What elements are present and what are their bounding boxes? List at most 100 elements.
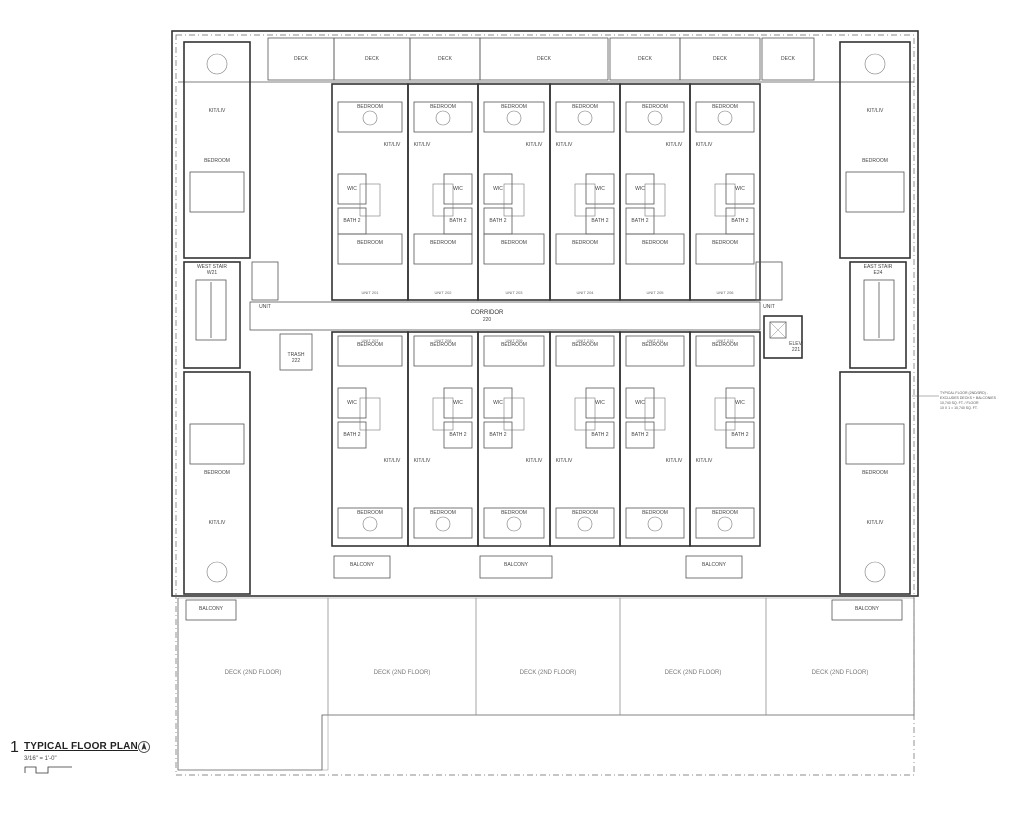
kitliv-label: KIT/LIV (526, 142, 543, 148)
unit-number: UNIT 206 (716, 290, 734, 295)
bedroom-label: BEDROOM (357, 342, 383, 348)
bath-label: BATH 2 (343, 432, 360, 438)
kitliv-label: KIT/LIV (666, 458, 683, 464)
bedroom-label: BEDROOM (501, 240, 527, 246)
bedroom-label: BEDROOM (642, 342, 668, 348)
unit-number: UNIT 202 (434, 290, 452, 295)
kitliv-label: KIT/LIV (414, 458, 431, 464)
bath-label: BATH 2 (631, 218, 648, 224)
bedroom-label: BEDROOM (501, 104, 527, 110)
elevator: ELEV. 221 (763, 315, 803, 359)
note-line-1: TYPICAL FLOOR (2ND/3RD) - (940, 391, 988, 395)
building-outline (171, 30, 919, 597)
unit-number: UNIT 205 (646, 290, 664, 295)
bedroom-label: BEDROOM (712, 342, 738, 348)
balcony (685, 555, 743, 579)
top-deck-label: DECK (365, 56, 380, 62)
bath-label: BATH 2 (591, 432, 608, 438)
trash-room: TRASH 222 (279, 333, 313, 371)
corridor-number: 220 (483, 317, 492, 323)
note-leader (912, 395, 939, 397)
wic-label: WIC (595, 400, 605, 406)
property-line (175, 34, 915, 776)
unit-entry (755, 261, 783, 301)
lower-deck-label: DECK (2ND FLOOR) (665, 670, 722, 676)
bath-label: BATH 2 (731, 432, 748, 438)
view-number: 1 (10, 739, 19, 756)
lower-deck (327, 597, 477, 716)
bedroom-label: BEDROOM (430, 510, 456, 516)
bedroom-label: BEDROOM (642, 240, 668, 246)
unit-number: UNIT 210 (576, 338, 594, 343)
top-deck-label: DECK (537, 56, 552, 62)
lower-deck-label: DECK (2ND FLOOR) (225, 670, 282, 676)
bedroom-label: BEDROOM (862, 158, 888, 164)
unit-number: UNIT 212 (716, 338, 734, 343)
bedroom-label: BEDROOM (430, 104, 456, 110)
balcony (831, 599, 903, 621)
bath-label: BATH 2 (489, 432, 506, 438)
balcony (479, 555, 553, 579)
area-note: TYPICAL FLOOR (2ND/3RD) - EXCLUDES DECKS… (940, 391, 1020, 411)
wic-label: WIC (595, 186, 605, 192)
elev-label: ELEV. (789, 341, 803, 347)
bedroom-label: BEDROOM (357, 104, 383, 110)
north-arrow-icon (138, 741, 150, 753)
corridor-label: CORRIDOR (471, 310, 504, 316)
kitliv-label: KIT/LIV (556, 458, 573, 464)
unit-number: UNIT 201 (361, 290, 379, 295)
bedroom-label: BEDROOM (501, 342, 527, 348)
bedroom-label: BEDROOM (204, 470, 230, 476)
wic-label: WIC (635, 400, 645, 406)
bedroom-label: BEDROOM (501, 510, 527, 516)
drawing-title: TYPICAL FLOOR PLAN (24, 741, 138, 752)
bedroom-label: BEDROOM (357, 240, 383, 246)
top-deck (409, 37, 481, 81)
kitliv-label: KIT/LIV (384, 458, 401, 464)
balcony-label: BALCONY (199, 606, 224, 612)
balcony-label: BALCONY (702, 562, 727, 568)
balcony-label: BALCONY (504, 562, 529, 568)
west-stair-number: W21 (207, 270, 218, 276)
kitliv-label: KIT/LIV (209, 520, 226, 526)
lower-deck-outline (177, 598, 915, 771)
balcony-label: BALCONY (350, 562, 375, 568)
top-deck-label: DECK (438, 56, 453, 62)
bedroom-label: BEDROOM (572, 510, 598, 516)
wic-label: WIC (735, 186, 745, 192)
unit-number: UNIT 211 (647, 338, 665, 343)
wic-label: WIC (635, 186, 645, 192)
kitliv-label: KIT/LIV (867, 108, 884, 114)
side-unit: KIT/LIV BEDROOM (839, 41, 911, 259)
bedroom-label: BEDROOM (357, 510, 383, 516)
wic-label: WIC (735, 400, 745, 406)
unit-entry (251, 261, 279, 301)
lower-deck (619, 597, 767, 716)
west-stair-label: WEST STAIR (197, 264, 227, 270)
east-stair: EAST STAIR E24 (849, 261, 907, 369)
kitliv-label: KIT/LIV (384, 142, 401, 148)
east-stair-label: EAST STAIR (864, 264, 893, 270)
lower-deck-label: DECK (2ND FLOOR) (374, 670, 431, 676)
elev-number: 221 (792, 347, 801, 353)
west-stair: WEST STAIR W21 (183, 261, 241, 369)
wic-label: WIC (493, 400, 503, 406)
wic-label: WIC (453, 186, 463, 192)
kitliv-label: KIT/LIV (526, 458, 543, 464)
bedroom-label: BEDROOM (430, 240, 456, 246)
bedroom-label: BEDROOM (572, 104, 598, 110)
wic-label: WIC (493, 186, 503, 192)
lower-deck-label: DECK (2ND FLOOR) (812, 670, 869, 676)
top-deck-label: DECK (638, 56, 653, 62)
side-unit: KIT/LIV BEDROOM (183, 371, 251, 595)
wic-label: WIC (453, 400, 463, 406)
